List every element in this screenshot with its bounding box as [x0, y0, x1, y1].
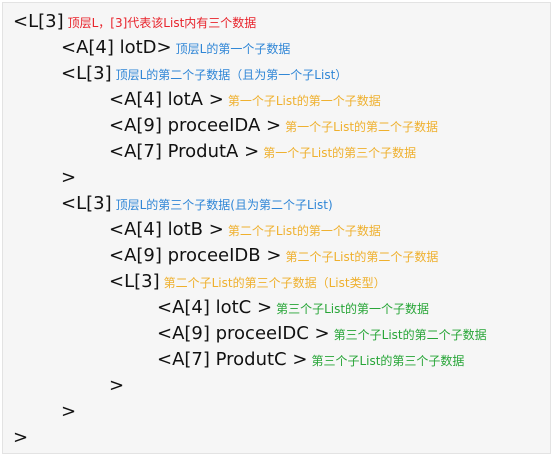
code-line: <L[3]顶层L的第三个子数据(且为第二个子List) — [61, 191, 333, 217]
code-text: <A[4] lotA > — [109, 89, 224, 110]
code-line: > — [61, 165, 76, 191]
annotation-text: 顶层L，[3]代表该List内有三个数据 — [67, 16, 257, 30]
annotation-text: 第三个子List的第二个子数据 — [333, 328, 487, 342]
code-text: <A[9] proceeIDB > — [109, 245, 282, 266]
code-text: <L[3] — [61, 63, 112, 84]
annotation-text: 第三个子List的第三个子数据 — [311, 354, 465, 368]
code-line: <A[4] lotB >第二个子List的第一个子数据 — [109, 217, 381, 243]
code-text: > — [13, 427, 29, 448]
code-line: <L[3]第二个子List的第三个子数据（List类型） — [109, 269, 386, 295]
annotation-text: 顶层L的第二个子数据（且为第一个子List） — [115, 68, 348, 82]
code-line: <A[9] proceeIDA >第一个子List的第二个子数据 — [109, 113, 438, 139]
code-text: <A[4] lotC > — [157, 297, 273, 318]
annotation-text: 第一个子List的第三个子数据 — [263, 146, 417, 160]
code-text: > — [61, 167, 77, 188]
code-line: <A[9] proceeIDC >第三个子List的第二个子数据 — [157, 321, 487, 347]
annotation-text: 顶层L的第一个子数据 — [175, 42, 291, 56]
code-text: <A[9] proceeIDC > — [157, 323, 330, 344]
code-text: <A[7] ProdutC > — [157, 349, 308, 370]
annotation-text: 顶层L的第三个子数据(且为第二个子List) — [115, 198, 333, 212]
code-line: <A[9] proceeIDB >第二个子List的第二个子数据 — [109, 243, 438, 269]
code-text: <L[3] — [13, 11, 64, 32]
annotation-text: 第三个子List的第一个子数据 — [276, 302, 430, 316]
code-text: <A[7] ProdutA > — [109, 141, 260, 162]
code-text: <A[9] proceeIDA > — [109, 115, 282, 136]
annotation-text: 第二个子List的第一个子数据 — [227, 224, 381, 238]
code-line: <L[3]顶层L的第二个子数据（且为第一个子List） — [61, 61, 347, 87]
code-line: <A[4] lotA >第一个子List的第一个子数据 — [109, 87, 381, 113]
code-line: <L[3]顶层L，[3]代表该List内有三个数据 — [13, 9, 256, 35]
annotation-text: 第一个子List的第一个子数据 — [227, 94, 381, 108]
code-text: <A[4] lotD> — [61, 37, 172, 58]
code-text: > — [61, 401, 77, 422]
code-line: > — [109, 373, 124, 399]
code-line: <A[4] lotC >第三个子List的第一个子数据 — [157, 295, 429, 321]
code-line: <A[7] ProdutA >第一个子List的第三个子数据 — [109, 139, 416, 165]
code-line: <A[4] lotD>顶层L的第一个子数据 — [61, 35, 290, 61]
annotation-text: 第二个子List的第二个子数据 — [285, 250, 439, 264]
code-text: <L[3] — [109, 271, 160, 292]
code-line: <A[7] ProdutC >第三个子List的第三个子数据 — [157, 347, 464, 373]
code-line: > — [13, 425, 28, 451]
annotation-text: 第一个子List的第二个子数据 — [285, 120, 439, 134]
code-text: > — [109, 375, 125, 396]
code-line: > — [61, 399, 76, 425]
code-text: <L[3] — [61, 193, 112, 214]
code-text: <A[4] lotB > — [109, 219, 224, 240]
annotation-text: 第二个子List的第三个子数据（List类型） — [163, 276, 386, 290]
